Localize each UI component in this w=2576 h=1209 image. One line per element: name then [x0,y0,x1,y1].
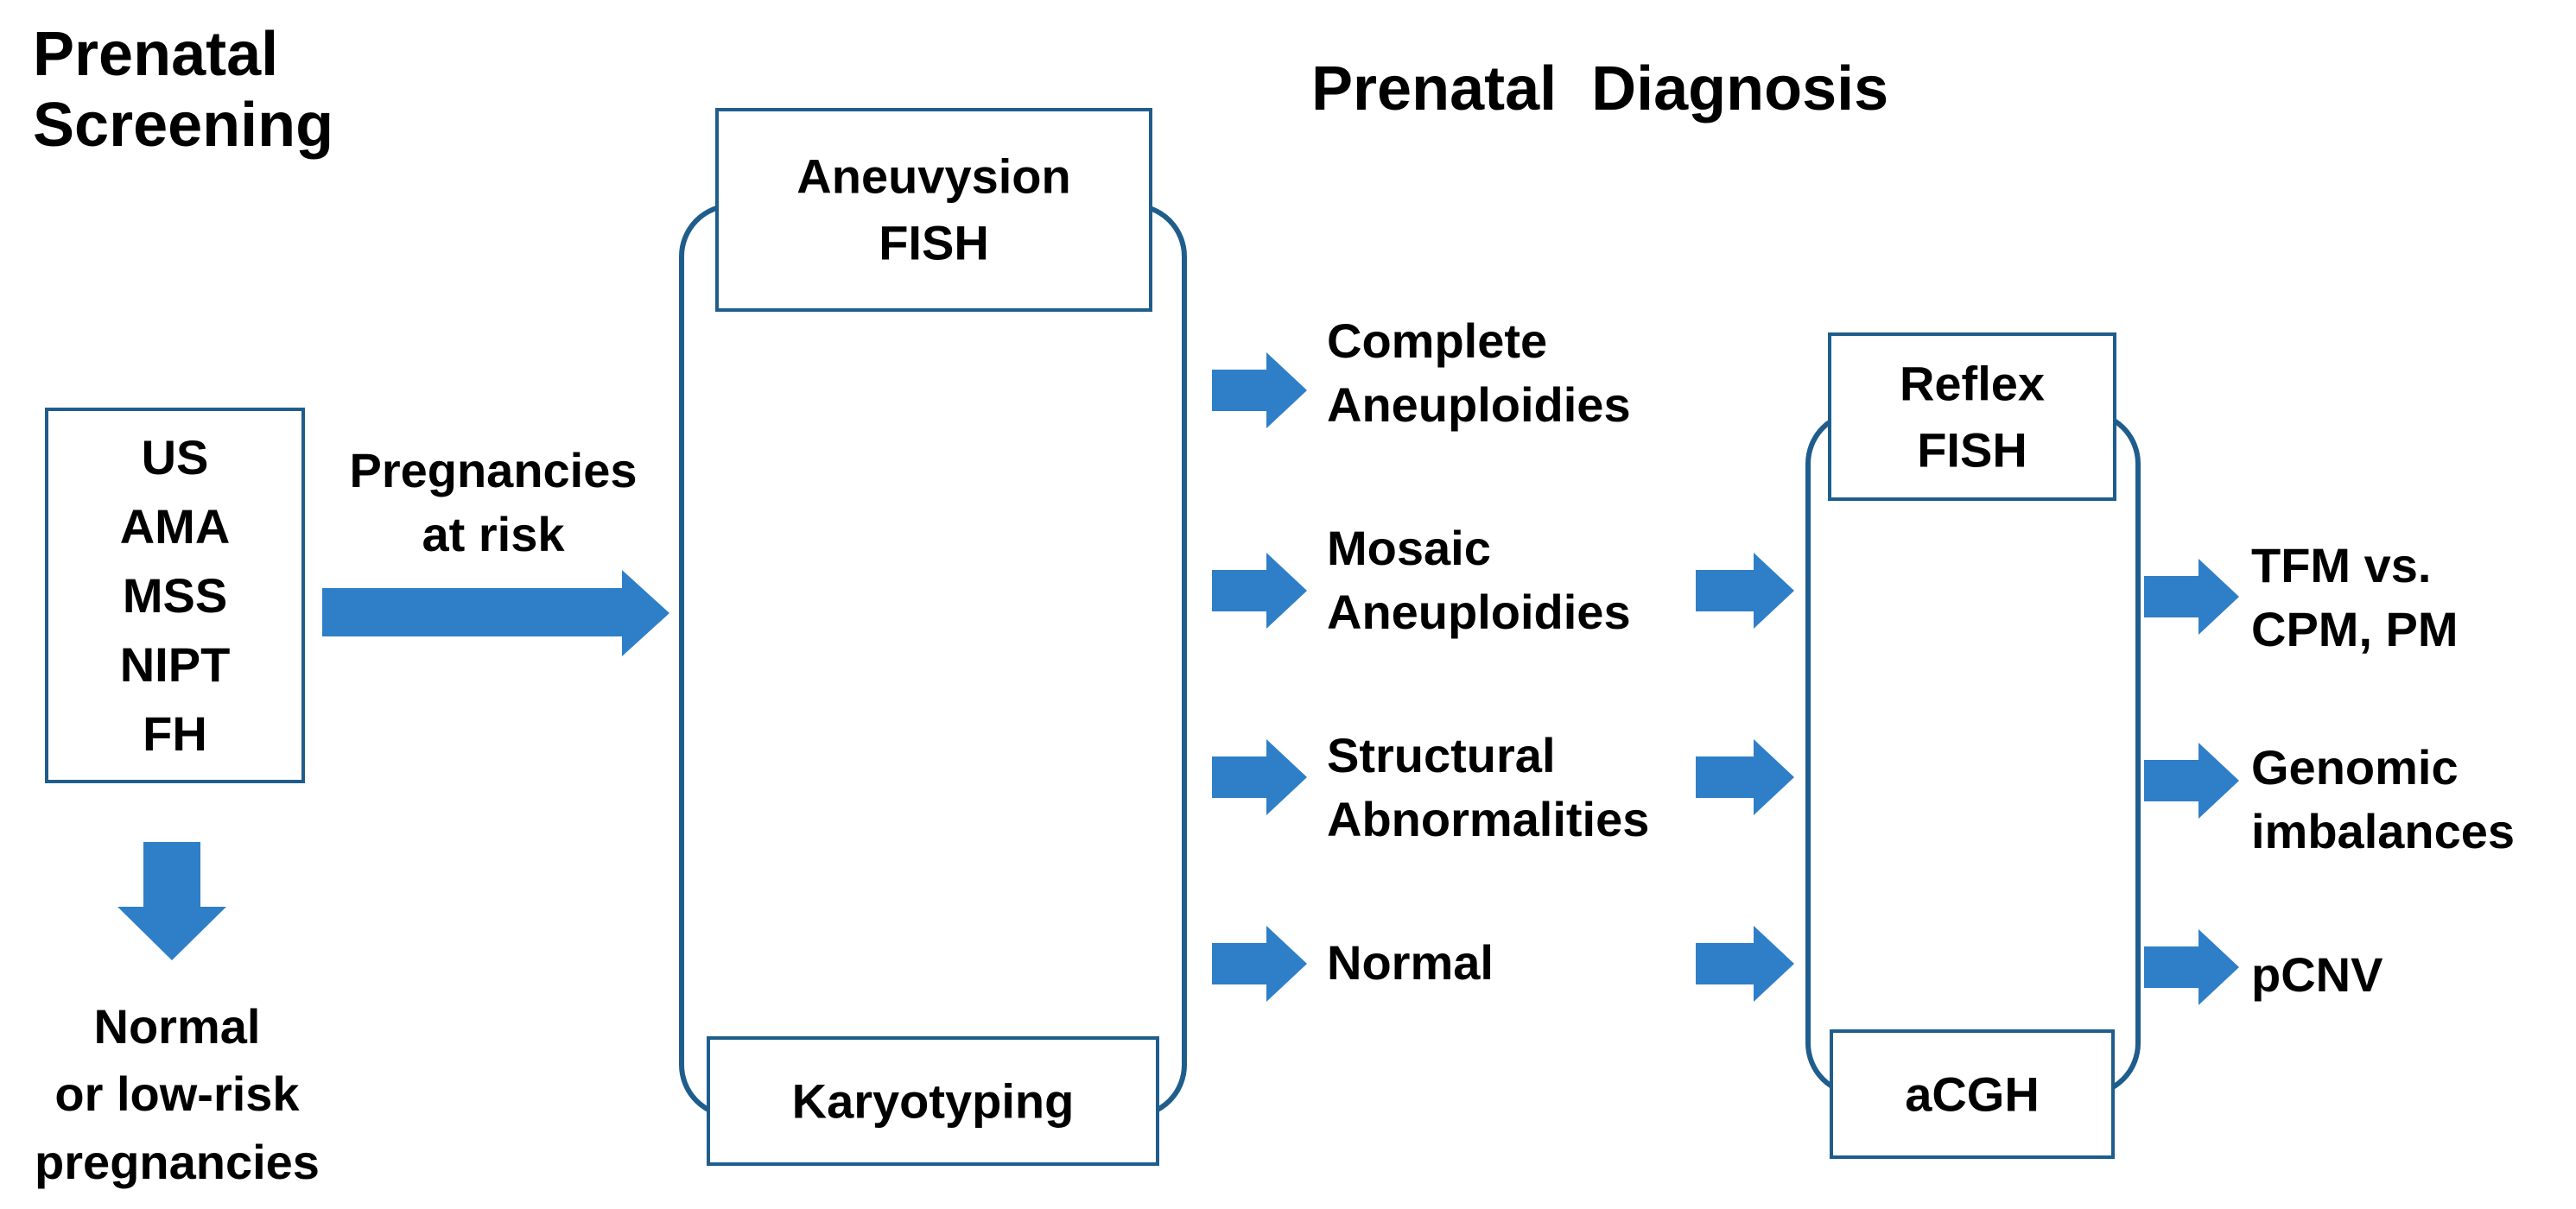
outcome-genomic-line1: Genomic [2251,740,2459,794]
result-structural-abnormalities: Structural Abnormalities [1327,724,1649,852]
prenatal-screening-heading: Prenatal Screening [33,19,333,161]
screening-method-mss: MSS [122,567,228,623]
acgh-label: aCGH [1905,1067,2040,1122]
reflex-fish-text: Reflex FISH [1831,350,2113,484]
outcome-pcnv: pCNV [2251,943,2382,1007]
outcome-pcnv-line1: pCNV [2251,947,2383,1002]
result-structural-abnormalities-line2: Abnormalities [1327,792,1650,847]
aneuvysion-fish-box: Aneuvysion FISH [715,108,1152,312]
aneuvysion-fish-text: Aneuvysion FISH [719,143,1149,277]
screening-method-us: US [141,429,209,484]
low-risk-line3: pregnancies [35,1134,320,1189]
pregnancies-at-risk-line1: Pregnancies [349,443,638,497]
result-structural-abnormalities-line1: Structural [1327,728,1556,782]
result-complete-aneuploidies-line2: Aneuploidies [1327,377,1631,433]
result-normal-line1: Normal [1327,935,1494,990]
aneuvysion-fish-line2: FISH [879,216,989,270]
aneuvysion-fish-line1: Aneuvysion [796,149,1071,204]
reflex-fish-box: Reflex FISH [1828,332,2116,501]
karyotyping-label: Karyotyping [791,1073,1075,1129]
outcome-tfm-line1: TFM vs. [2251,538,2432,592]
low-risk-line1: Normal [93,999,261,1054]
low-risk-pregnancies-label: Normal or low-risk pregnancies [17,993,337,1196]
pregnancies-at-risk-label: Pregnancies at risk [316,439,670,567]
result-complete-aneuploidies: Complete Aneuploidies [1327,309,1631,438]
screening-methods-list: US AMA MSS NIPT FH [48,422,301,768]
outcome-genomic-line2: imbalances [2251,804,2516,859]
result-mosaic-aneuploidies-line2: Aneuploidies [1327,585,1631,640]
acgh-box: aCGH [1830,1029,2115,1159]
prenatal-diagnosis-heading: Prenatal Diagnosis [1311,54,1889,123]
screening-methods-box: US AMA MSS NIPT FH [45,408,305,783]
reflex-fish-line2: FISH [1917,422,2027,478]
karyotyping-box: Karyotyping [707,1036,1159,1166]
outcome-genomic-imbalances: Genomic imbalances [2251,736,2515,864]
result-mosaic-aneuploidies: Mosaic Aneuploidies [1327,516,1631,645]
prenatal-screening-heading-line1: Prenatal [33,20,279,89]
result-normal: Normal [1327,931,1494,995]
outcome-tfm-line2: CPM, PM [2251,602,2459,657]
screening-method-fh: FH [143,706,207,761]
result-mosaic-aneuploidies-line1: Mosaic [1327,521,1491,575]
screening-method-ama: AMA [119,498,231,554]
reflex-fish-line1: Reflex [1899,356,2046,411]
low-risk-line2: or low-risk [54,1067,300,1122]
pregnancies-at-risk-line2: at risk [422,507,565,562]
prenatal-screening-heading-line2: Screening [33,91,334,161]
screening-method-nipt: NIPT [119,636,231,692]
outcome-tfm-vs-cpm-pm: TFM vs. CPM, PM [2251,534,2459,662]
result-complete-aneuploidies-line1: Complete [1327,313,1548,368]
